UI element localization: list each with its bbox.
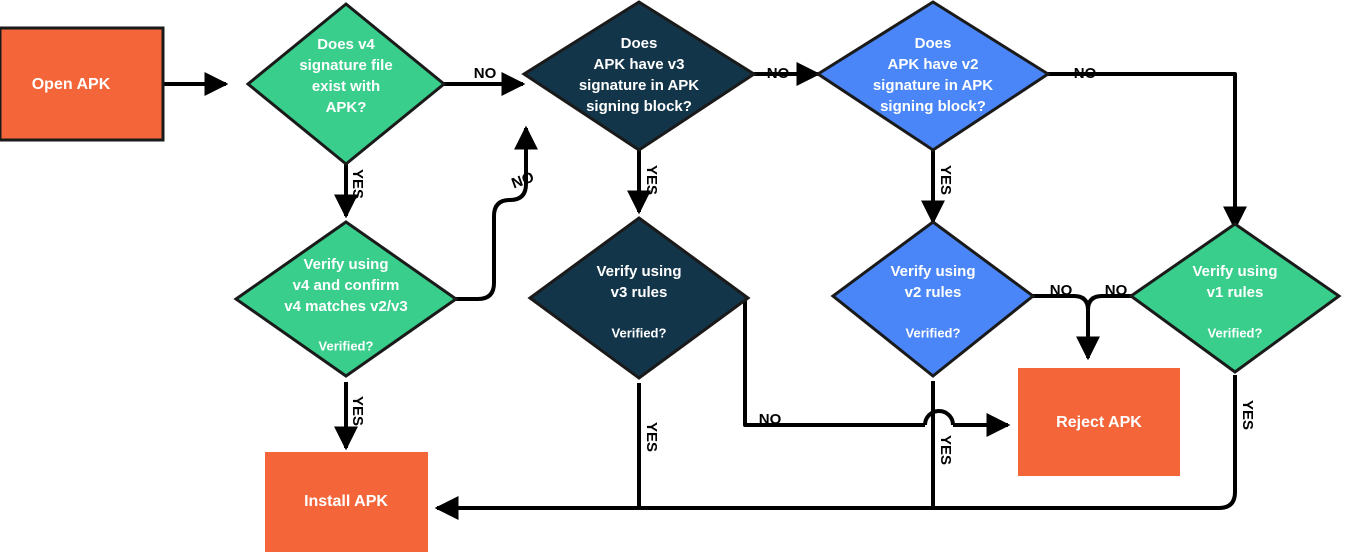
verify-v3-line1: Verify using <box>596 263 681 280</box>
edge-label-v4verify-no: NO <box>509 169 536 193</box>
question-v3-block-line2: APK have v3 <box>594 56 685 73</box>
verify-v1-sublabel: Verified? <box>1208 325 1263 340</box>
question-v2-block-line3: signature in APK <box>873 77 993 94</box>
question-v2-block-line1: Does <box>915 35 952 52</box>
edge-verifyv3-no-to-reject <box>743 298 1008 425</box>
edge-label-v2block-yes: YES <box>937 165 954 195</box>
edge-verifyv1-yes-to-install <box>437 375 1237 510</box>
verify-v4-line1: Verify using <box>303 256 388 273</box>
question-v2-block-diamond[interactable] <box>815 0 1051 152</box>
verify-v1-line1: Verify using <box>1192 263 1277 280</box>
reject-apk-label: Reject APK <box>1056 414 1142 431</box>
question-v2-block-line4: signing block? <box>880 98 986 115</box>
verify-v2-diamond[interactable] <box>830 220 1036 378</box>
verify-v2-line2: v2 rules <box>905 284 962 301</box>
verify-v1-diamond[interactable] <box>1128 222 1342 374</box>
verify-v3-diamond[interactable] <box>527 216 751 380</box>
question-v3-block-line3: signature in APK <box>579 77 699 94</box>
edge-label-v2block-no: NO <box>1074 65 1097 82</box>
node-verify-v3[interactable]: Verify using v3 rules Verified? <box>527 216 751 380</box>
question-v4-file-line3: exist with <box>312 78 380 95</box>
node-verify-v4[interactable]: Verify using v4 and confirm v4 matches v… <box>233 220 459 378</box>
edge-label-v4verify-yes: YES <box>349 396 366 426</box>
question-v4-file-line4: APK? <box>326 99 367 116</box>
node-install-apk[interactable]: Install APK <box>265 452 428 552</box>
install-apk-label: Install APK <box>304 493 388 510</box>
verify-v4-diamond[interactable] <box>233 220 459 378</box>
open-apk-box[interactable] <box>0 26 165 142</box>
reject-apk-box[interactable] <box>1018 368 1180 476</box>
edges-layer <box>163 62 1247 520</box>
verify-v4-line2: v4 and confirm <box>293 277 400 294</box>
edge-labels-layer: NO YES NO YES NO YES NO YES NO YES NO YE… <box>349 65 1256 465</box>
install-apk-box[interactable] <box>265 452 428 552</box>
edge-label-v3verify-no: NO <box>759 411 782 428</box>
node-open-apk[interactable]: Open APK <box>0 26 165 142</box>
edge-verifyv4-no-to-v3block <box>452 125 538 301</box>
edge-verifyv3-yes-to-install <box>434 383 641 520</box>
question-v3-block-line4: signing block? <box>586 98 692 115</box>
question-v3-block-diamond[interactable] <box>521 0 757 152</box>
node-verify-v2[interactable]: Verify using v2 rules Verified? <box>830 220 1036 378</box>
edge-label-v1verify-no: NO <box>1105 282 1128 299</box>
edge-v2block-no-to-verifyv1 <box>1046 72 1247 231</box>
node-question-v3-block[interactable]: Does APK have v3 signature in APK signin… <box>521 0 757 152</box>
verify-v2-line1: Verify using <box>890 263 975 280</box>
edge-label-v3block-no: NO <box>767 65 790 82</box>
verify-v2-sublabel: Verified? <box>906 325 961 340</box>
edge-label-v4file-yes: YES <box>349 169 366 199</box>
edge-verifyv1-no-to-reject <box>1086 294 1136 311</box>
node-question-v4-file[interactable]: Does v4 signature file exist with APK? <box>245 2 447 166</box>
question-v2-block-line2: APK have v2 <box>888 56 979 73</box>
verify-v3-sublabel: Verified? <box>612 325 667 340</box>
question-v4-file-diamond[interactable] <box>245 2 447 166</box>
node-verify-v1[interactable]: Verify using v1 rules Verified? <box>1128 222 1342 374</box>
edge-verifyv2-no-to-reject <box>1031 294 1100 361</box>
edge-label-v3verify-yes: YES <box>643 422 660 452</box>
question-v4-file-line2: signature file <box>299 57 392 74</box>
node-question-v2-block[interactable]: Does APK have v2 signature in APK signin… <box>815 0 1051 152</box>
edge-label-v4file-no: NO <box>474 65 497 82</box>
edge-label-v1verify-yes: YES <box>1239 400 1256 430</box>
verify-v4-line3: v4 matches v2/v3 <box>284 298 407 315</box>
question-v4-file-line1: Does v4 <box>317 36 375 53</box>
verify-v4-sublabel: Verified? <box>319 338 374 353</box>
edge-label-v2verify-no: NO <box>1050 282 1073 299</box>
edge-label-v3block-yes: YES <box>643 165 660 195</box>
edge-crossing-hop <box>923 409 955 426</box>
verify-v1-line2: v1 rules <box>1207 284 1264 301</box>
question-v3-block-line1: Does <box>621 35 658 52</box>
verify-v3-line2: v3 rules <box>611 284 668 301</box>
node-reject-apk[interactable]: Reject APK <box>1018 368 1180 476</box>
open-apk-label: Open APK <box>32 76 111 93</box>
edge-label-v2verify-yes: YES <box>937 435 954 465</box>
